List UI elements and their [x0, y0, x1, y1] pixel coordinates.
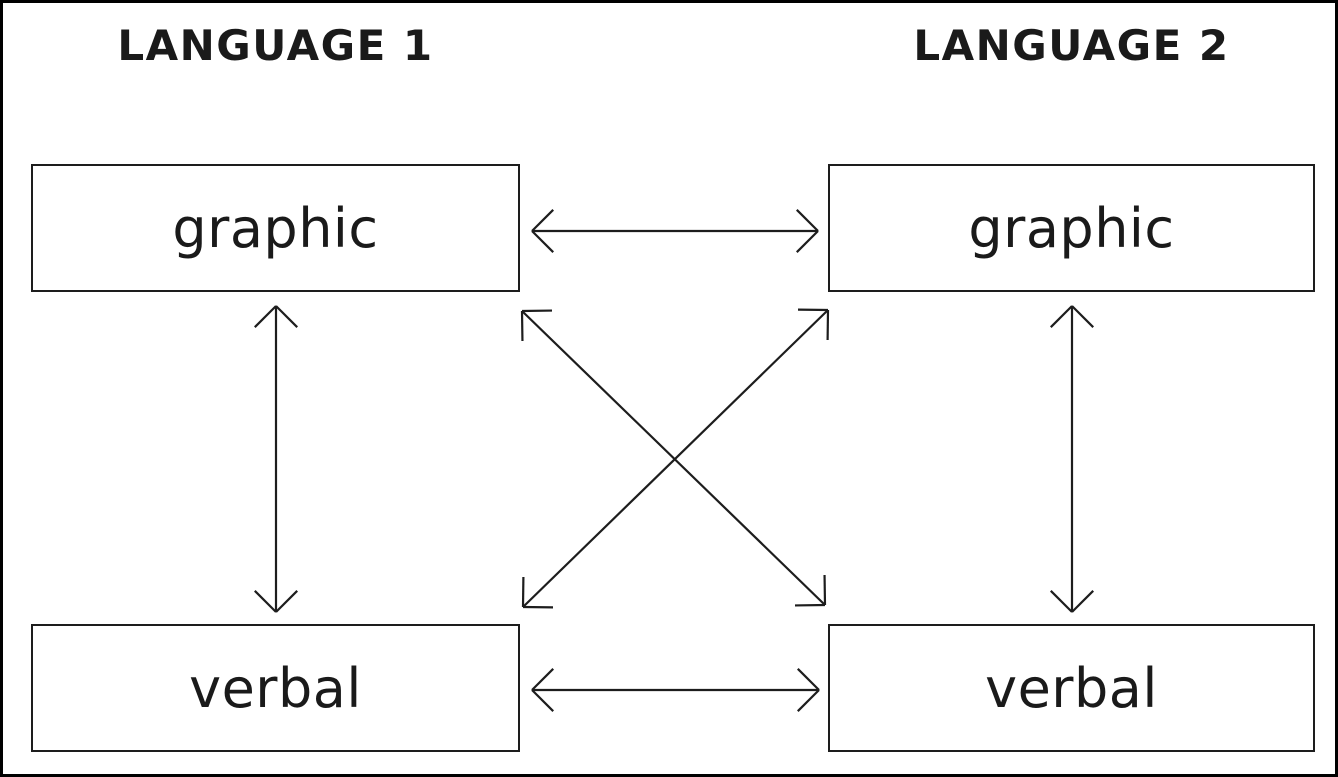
arrow-l1-graphic-to-l2-graphic — [531, 209, 819, 253]
box-l2-graphic: graphic — [828, 164, 1315, 292]
language2-heading: LANGUAGE 2 — [913, 21, 1230, 70]
arrow-l1-verbal-to-l2-verbal — [531, 668, 820, 712]
box-l2-verbal-label: verbal — [985, 656, 1158, 720]
box-l2-verbal: verbal — [828, 624, 1315, 752]
arrow-l1-graphic-to-l2-verbal — [520, 309, 827, 607]
arrow-l1-graphic-to-l1-verbal — [254, 305, 298, 613]
box-l1-graphic: graphic — [31, 164, 520, 292]
box-l1-verbal: verbal — [31, 624, 520, 752]
box-l1-verbal-label: verbal — [189, 656, 362, 720]
language1-heading: LANGUAGE 1 — [117, 21, 434, 70]
box-l2-graphic-label: graphic — [968, 196, 1175, 260]
arrow-l1-verbal-to-l2-graphic — [521, 308, 830, 609]
arrow-l2-graphic-to-l2-verbal — [1050, 305, 1094, 613]
box-l1-graphic-label: graphic — [172, 196, 379, 260]
